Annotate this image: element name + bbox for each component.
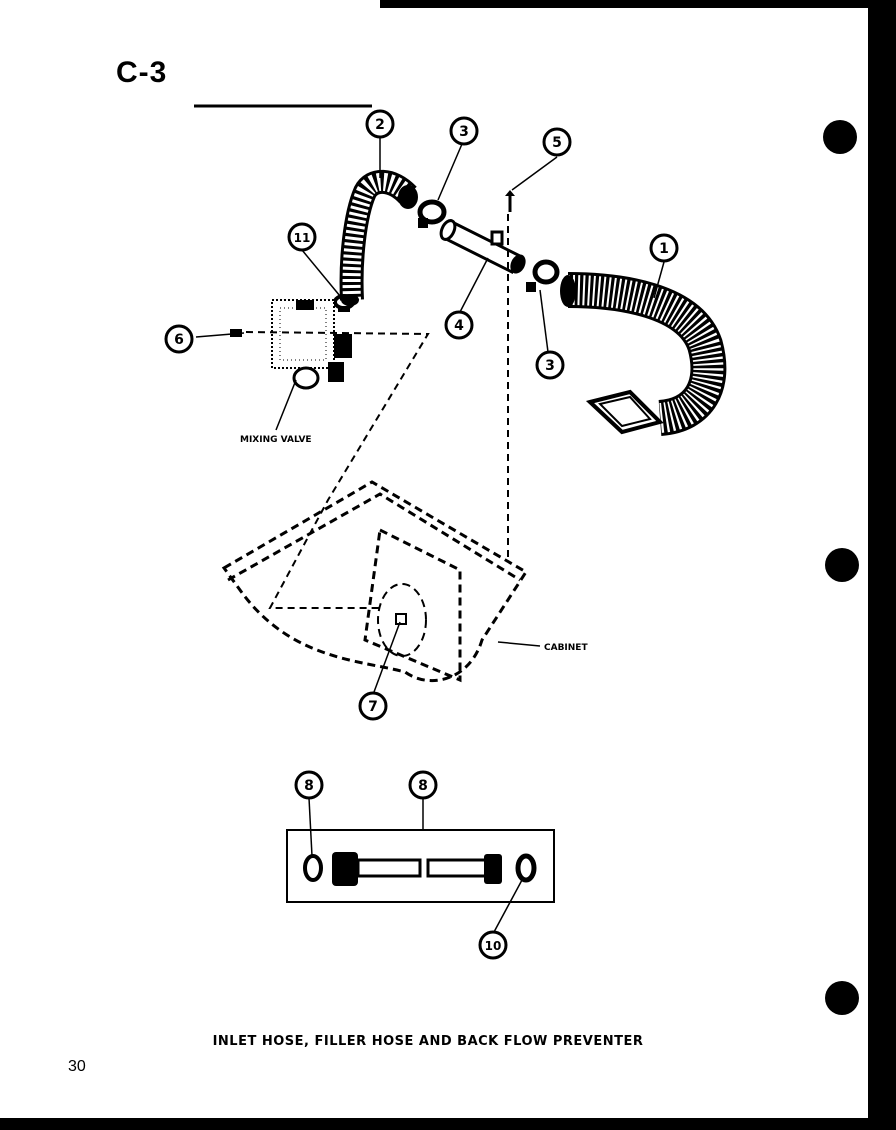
svg-text:5: 5	[552, 135, 562, 151]
svg-text:10: 10	[485, 939, 502, 953]
mixing-valve	[271, 299, 352, 390]
callout-8-right: 8	[408, 770, 438, 800]
mixing-valve-label: MIXING VALVE	[240, 435, 312, 445]
callout-4: 4	[444, 310, 474, 340]
callout-6: 6	[164, 324, 194, 354]
callout-leaders	[301, 137, 665, 933]
clamp-part-3-top	[417, 199, 447, 228]
callout-5: 5	[542, 127, 572, 157]
callout-3-top: 3	[449, 116, 479, 146]
callout-3-bottom: 3	[535, 350, 565, 380]
cabinet-outline	[221, 480, 529, 683]
hose-assembly-inset	[286, 829, 555, 903]
assembly-lines	[245, 214, 509, 609]
svg-text:1: 1	[659, 241, 669, 257]
cabinet-label: CABINET	[544, 643, 588, 653]
callout-7: 7	[358, 691, 388, 721]
page-code: C-3	[116, 56, 168, 89]
clamp-part-3-bottom	[526, 259, 560, 292]
svg-text:3: 3	[459, 124, 469, 140]
callouts: 2 3 5 1 11 4 6	[164, 109, 679, 960]
cabinet-leader	[497, 641, 541, 647]
filler-hose-part-2	[339, 169, 418, 306]
page-number: 30	[68, 1058, 86, 1075]
back-flow-preventer-part-4	[439, 219, 526, 275]
svg-text:2: 2	[375, 117, 385, 133]
scan-border-top	[380, 0, 896, 8]
binder-hole-top	[823, 120, 857, 154]
svg-text:3: 3	[545, 358, 555, 374]
diagram-title: INLET HOSE, FILLER HOSE AND BACK FLOW PR…	[212, 1034, 644, 1049]
svg-text:8: 8	[304, 778, 314, 794]
screw-part-5	[505, 190, 515, 212]
svg-text:6: 6	[174, 332, 184, 348]
screw-part-6	[195, 329, 245, 338]
svg-text:7: 7	[368, 699, 378, 715]
callout-11: 11	[287, 222, 317, 252]
callout-2: 2	[365, 109, 395, 139]
callout-8-left: 8	[294, 770, 324, 800]
binder-hole-middle	[825, 548, 859, 582]
svg-text:8: 8	[418, 778, 428, 794]
callout-1: 1	[649, 233, 679, 263]
inlet-hose-part-1	[560, 272, 727, 436]
scan-border-right	[868, 0, 896, 1130]
mixing-valve-leader	[275, 379, 297, 431]
svg-text:11: 11	[294, 231, 311, 245]
binder-hole-bottom	[825, 981, 859, 1015]
scan-border-bottom	[0, 1118, 896, 1130]
callout-10: 10	[478, 930, 508, 960]
svg-text:4: 4	[454, 318, 464, 334]
